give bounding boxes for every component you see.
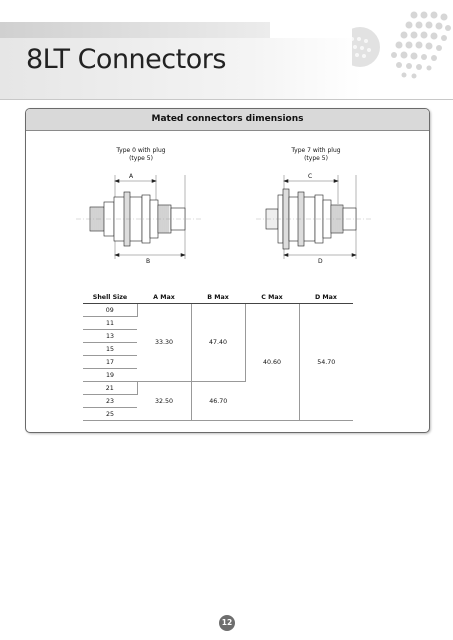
shell-size-cell: 21	[83, 381, 138, 395]
shell-size-cell: 15	[83, 342, 137, 356]
shell-size-cell: 17	[83, 355, 137, 369]
table-header-row: Shell Size A Max B Max C Max D Max	[83, 291, 353, 304]
shell-size-cell: 23	[83, 394, 137, 408]
b-max-cell: 47.40	[191, 303, 246, 382]
table-row: 23	[83, 394, 353, 408]
right-figure-caption: Type 7 with plug (type 5)	[281, 147, 351, 163]
right-caption-line2: (type 5)	[304, 155, 328, 162]
page-number-badge: 12	[219, 615, 235, 631]
shell-size-cell: 19	[83, 368, 137, 382]
left-connector-drawing	[76, 175, 201, 259]
page-title: 8LT Connectors	[26, 44, 226, 75]
dimensions-table: Shell Size A Max B Max C Max D Max 09 33…	[83, 291, 353, 421]
shell-size-cell: 13	[83, 329, 137, 343]
dim-label-b: B	[146, 258, 150, 265]
table-row: 13	[83, 329, 353, 343]
b-max-cell: 46.70	[191, 381, 245, 421]
shell-size-cell: 09	[83, 303, 138, 317]
table-row: 21 32.50 46.70	[83, 381, 353, 421]
table-row: 17	[83, 355, 353, 369]
table-row: 09 33.30 47.40 40.60 54.70	[83, 303, 353, 421]
mated-dimensions-panel: Mated connectors dimensions Type 0 with …	[25, 108, 430, 433]
connector-drawings: A B C D	[76, 173, 371, 265]
left-caption-line2: (type 5)	[129, 155, 153, 162]
right-connector-drawing	[256, 175, 371, 259]
header-a-max: A Max	[137, 291, 191, 304]
dim-label-d: D	[318, 258, 323, 265]
left-figure-caption: Type 0 with plug (type 5)	[106, 147, 176, 163]
table-row: 25	[83, 407, 353, 421]
header-shell-size: Shell Size	[83, 291, 137, 304]
c-max-cell: 40.60	[245, 303, 300, 421]
dot-pattern-decoration	[352, 11, 451, 79]
dim-label-a: A	[129, 173, 134, 180]
header-c-max: C Max	[245, 291, 299, 304]
right-caption-line1: Type 7 with plug	[291, 147, 341, 154]
table-row: 19	[83, 368, 353, 382]
header-d-max: D Max	[299, 291, 353, 304]
shell-size-cell: 25	[83, 407, 137, 421]
header-divider	[0, 99, 453, 100]
panel-title: Mated connectors dimensions	[26, 109, 429, 131]
a-max-cell: 32.50	[137, 381, 192, 421]
table-row: 11	[83, 316, 353, 330]
dim-label-c: C	[308, 173, 312, 180]
shell-size-cell: 11	[83, 316, 137, 330]
a-max-cell: 33.30	[137, 303, 192, 382]
header-band	[0, 22, 270, 38]
left-caption-line1: Type 0 with plug	[116, 147, 166, 154]
header-b-max: B Max	[191, 291, 245, 304]
table-row: 15	[83, 342, 353, 356]
d-max-cell: 54.70	[299, 303, 353, 421]
